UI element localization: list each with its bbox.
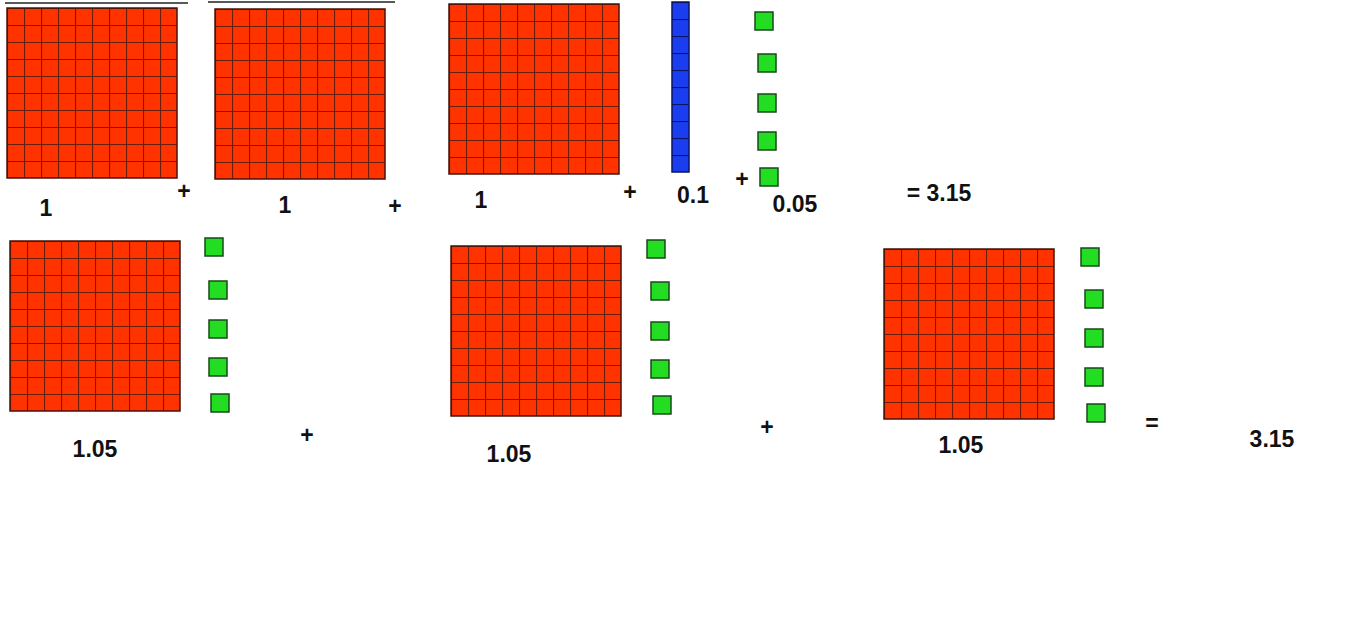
sum-label: = 3.15 bbox=[907, 181, 972, 206]
plus-sign: + bbox=[388, 194, 401, 219]
unit-cubes bbox=[755, 12, 778, 186]
plus-sign: + bbox=[177, 179, 190, 204]
value-label: 1.05 bbox=[487, 442, 532, 467]
equals-sign: = bbox=[1145, 411, 1158, 436]
hundred-flat bbox=[10, 241, 180, 411]
ten-rod bbox=[672, 2, 689, 172]
value-label: 1.05 bbox=[939, 433, 984, 458]
unit-cubes bbox=[205, 238, 229, 412]
unit-cubes bbox=[647, 240, 671, 414]
hundred-flat bbox=[215, 9, 385, 179]
top-rule bbox=[208, 1, 395, 3]
value-label: 1.05 bbox=[73, 437, 118, 462]
unit-cubes bbox=[1081, 248, 1105, 422]
value-label: 1 bbox=[279, 193, 292, 218]
top-rule bbox=[5, 2, 188, 4]
value-label: 1 bbox=[475, 188, 488, 213]
plus-sign: + bbox=[623, 180, 636, 205]
hundred-flat bbox=[884, 249, 1054, 419]
value-label: 1 bbox=[40, 196, 53, 221]
hundred-flat bbox=[449, 4, 619, 174]
sum-label: 3.15 bbox=[1250, 427, 1295, 452]
plus-sign: + bbox=[735, 167, 748, 192]
value-label: 0.1 bbox=[677, 183, 709, 208]
plus-sign: + bbox=[300, 423, 313, 448]
hundred-flat bbox=[451, 246, 621, 416]
plus-sign: + bbox=[760, 415, 773, 440]
value-label: 0.05 bbox=[773, 192, 818, 217]
hundred-flat bbox=[7, 8, 177, 178]
